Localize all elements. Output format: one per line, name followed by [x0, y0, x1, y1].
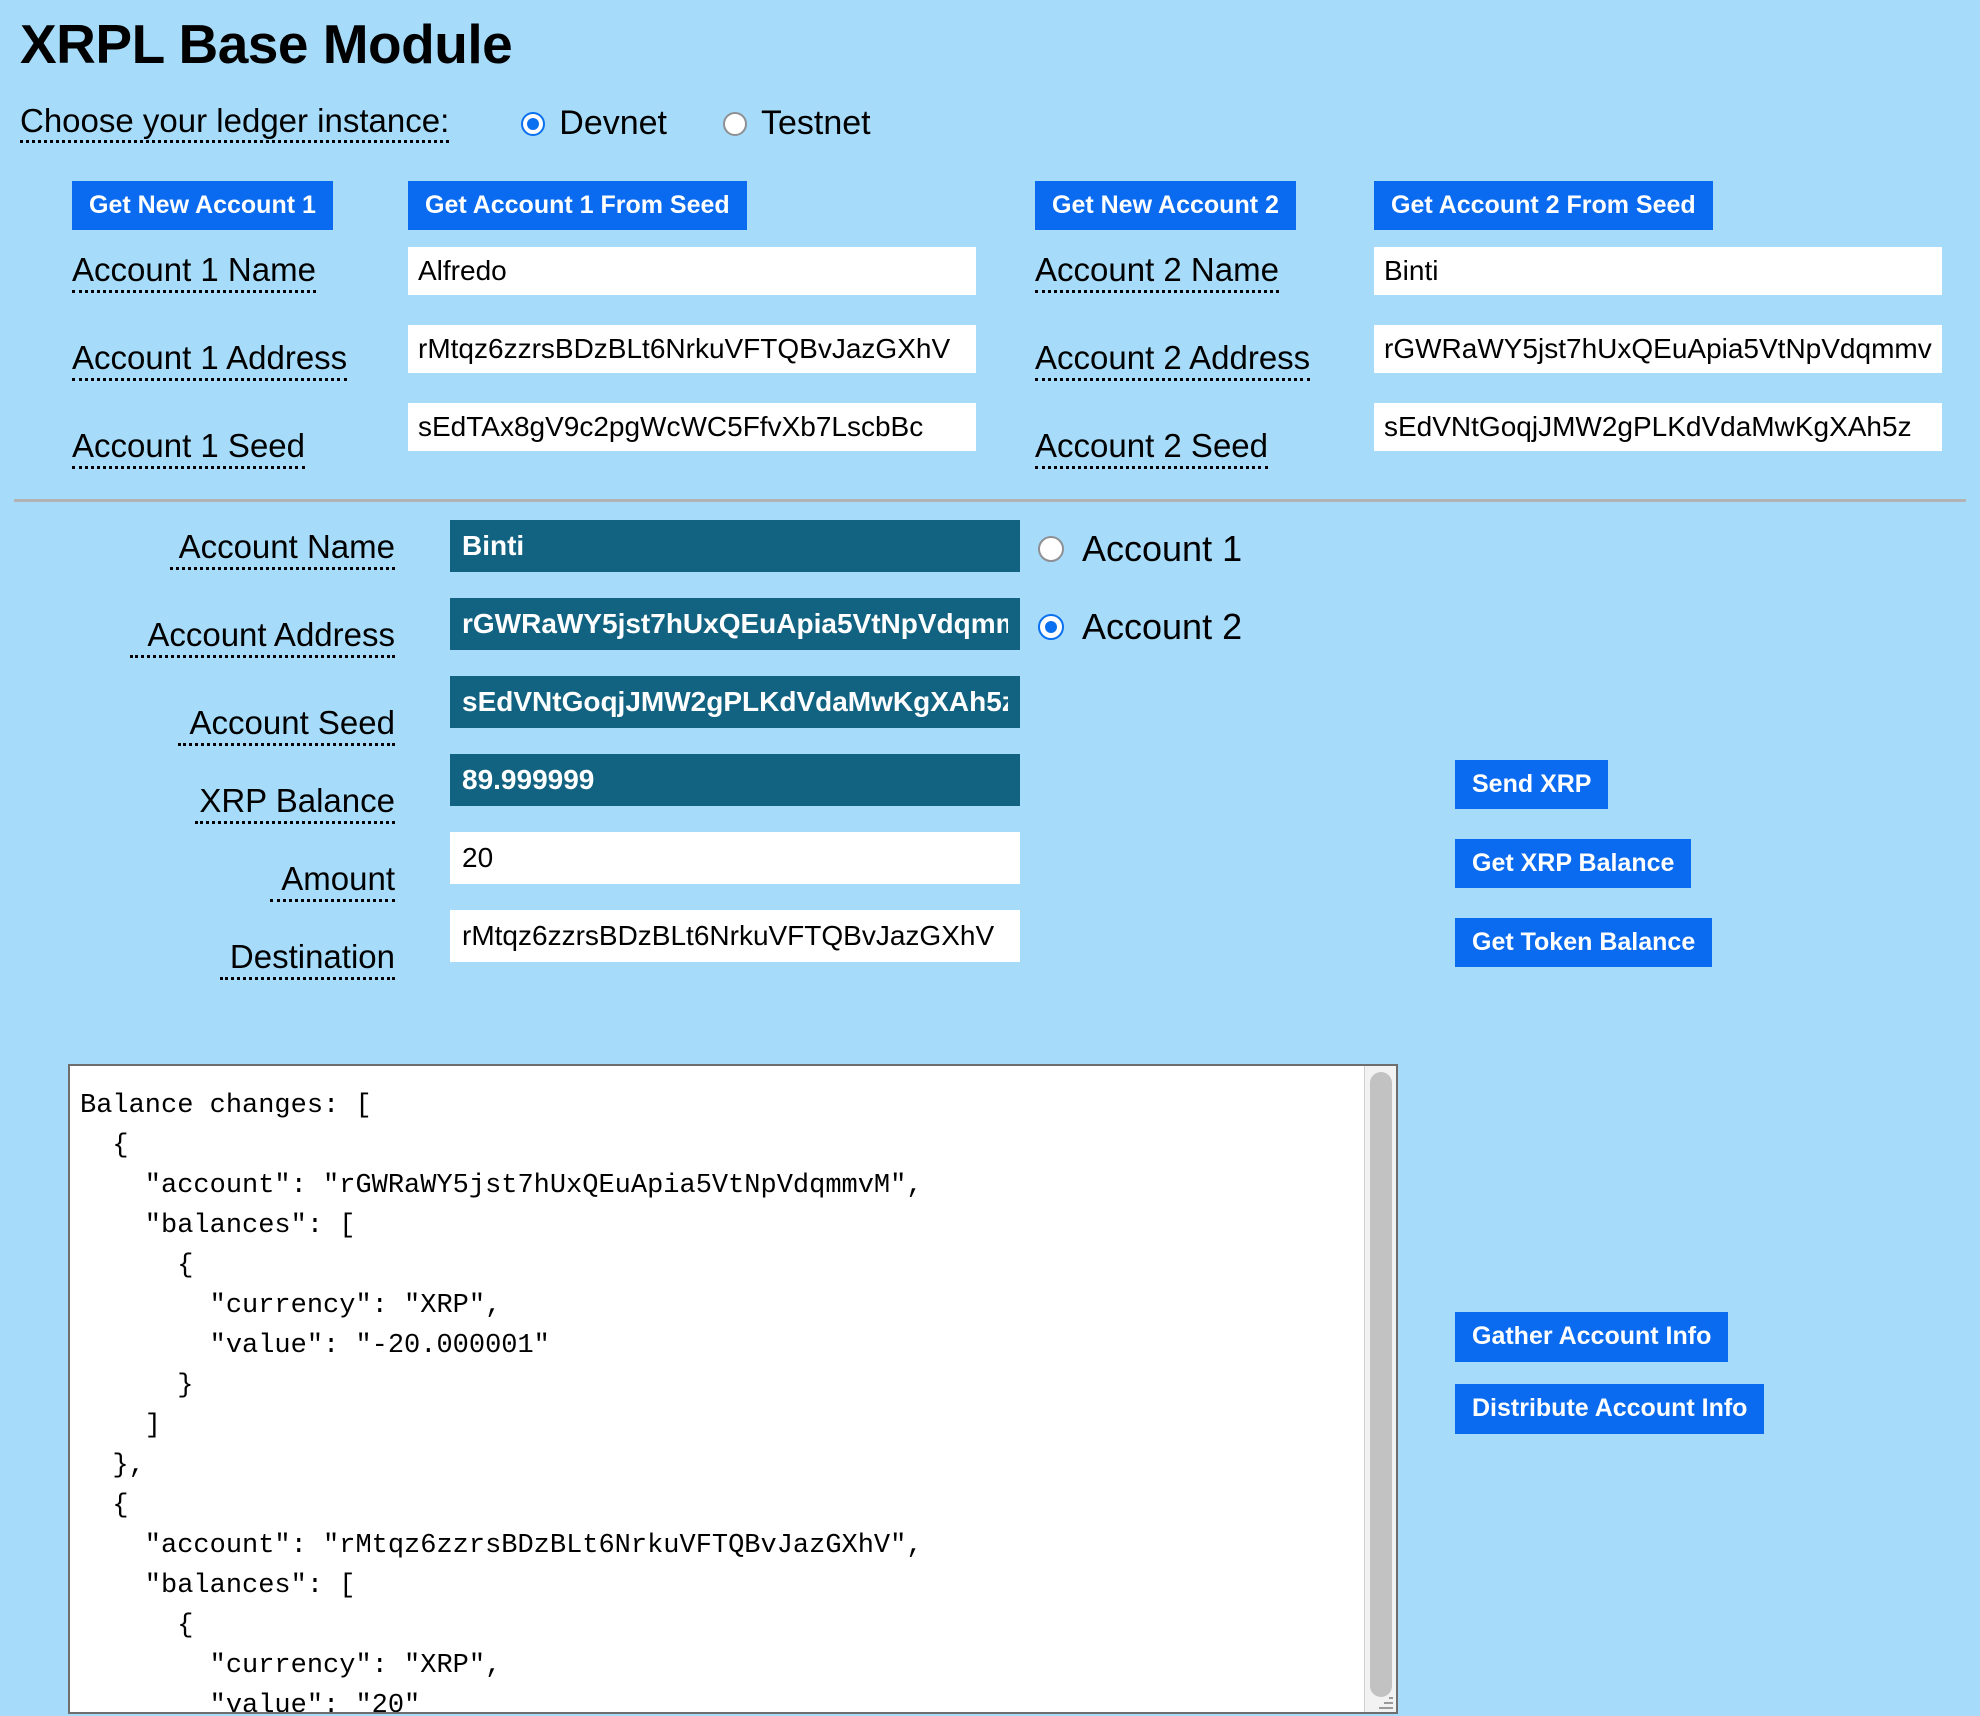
distribute-account-info-button[interactable]: Distribute Account Info [1455, 1384, 1765, 1434]
amount-field[interactable] [450, 831, 1020, 884]
account-2-name-input[interactable] [1374, 246, 1942, 295]
account-2-name-label: Account 2 Name [1035, 252, 1279, 294]
section-divider [14, 498, 1966, 502]
output-text: Balance changes: [ { "account": "rGWRaWY… [80, 1091, 923, 1712]
accounts-section: Get New Account 1 Get Account 1 From See… [0, 180, 1980, 481]
get-token-balance-button[interactable]: Get Token Balance [1455, 917, 1713, 967]
radio-devnet-icon[interactable] [521, 111, 546, 136]
account-1-address-label: Account 1 Address [72, 340, 348, 382]
output-scrollbar[interactable] [1364, 1066, 1396, 1712]
get-account-2-from-seed-button[interactable]: Get Account 2 From Seed [1374, 180, 1713, 230]
resize-grip-icon[interactable] [1379, 1695, 1393, 1709]
xrp-balance-label: XRP Balance [195, 783, 395, 825]
output-scrollbar-thumb[interactable] [1370, 1072, 1392, 1697]
destination-field[interactable] [450, 909, 1020, 962]
send-xrp-button[interactable]: Send XRP [1455, 759, 1609, 809]
gather-account-info-button[interactable]: Gather Account Info [1455, 1312, 1729, 1362]
page-title: XRPL Base Module [20, 13, 513, 75]
radio-select-account-2-label: Account 2 [1082, 605, 1243, 647]
account-1-seed-input[interactable] [408, 402, 976, 451]
account-1-name-label: Account 1 Name [72, 252, 316, 294]
account-2-seed-input[interactable] [1374, 402, 1942, 451]
account-address-field[interactable] [450, 597, 1020, 650]
account-1-address-input[interactable] [408, 324, 976, 373]
ledger-instance-row: Choose your ledger instance: Devnet Test… [20, 103, 1980, 145]
get-new-account-2-button[interactable]: Get New Account 2 [1035, 180, 1296, 230]
account-address-label: Account Address [130, 617, 395, 659]
xrp-balance-field[interactable] [450, 753, 1020, 806]
radio-select-account-2-icon[interactable] [1038, 613, 1064, 640]
get-account-1-from-seed-button[interactable]: Get Account 1 From Seed [408, 180, 747, 230]
radio-testnet-icon[interactable] [723, 111, 747, 136]
account-2-seed-label: Account 2 Seed [1035, 428, 1268, 470]
radio-select-account-1-label: Account 1 [1082, 527, 1243, 569]
radio-devnet[interactable]: Devnet [521, 104, 667, 143]
radio-select-account-2[interactable]: Account 2 [1038, 606, 1242, 648]
radio-testnet-label: Testnet [761, 104, 871, 142]
radio-testnet[interactable]: Testnet [723, 104, 871, 143]
account-name-field[interactable] [450, 519, 1020, 572]
account-1-seed-label: Account 1 Seed [72, 428, 305, 470]
radio-select-account-1[interactable]: Account 1 [1038, 528, 1242, 570]
output-textarea[interactable]: Balance changes: [ { "account": "rGWRaWY… [68, 1064, 1398, 1714]
radio-devnet-label: Devnet [559, 104, 667, 142]
destination-label: Destination [220, 939, 395, 981]
amount-label: Amount [270, 861, 395, 903]
ledger-radio-group: Devnet Testnet [521, 104, 926, 143]
account-seed-label: Account Seed [178, 705, 395, 747]
account-2-address-label: Account 2 Address [1035, 340, 1311, 382]
account-seed-field[interactable] [450, 675, 1020, 728]
radio-select-account-1-icon[interactable] [1038, 535, 1064, 562]
account-name-label: Account Name [170, 529, 395, 571]
get-xrp-balance-button[interactable]: Get XRP Balance [1455, 838, 1692, 888]
account-2-address-input[interactable] [1374, 324, 1942, 373]
ledger-instance-label: Choose your ledger instance: [20, 103, 450, 144]
get-new-account-1-button[interactable]: Get New Account 1 [72, 180, 333, 230]
selected-account-section: Account Name Account Address Account See… [0, 519, 1980, 990]
account-1-name-input[interactable] [408, 246, 976, 295]
